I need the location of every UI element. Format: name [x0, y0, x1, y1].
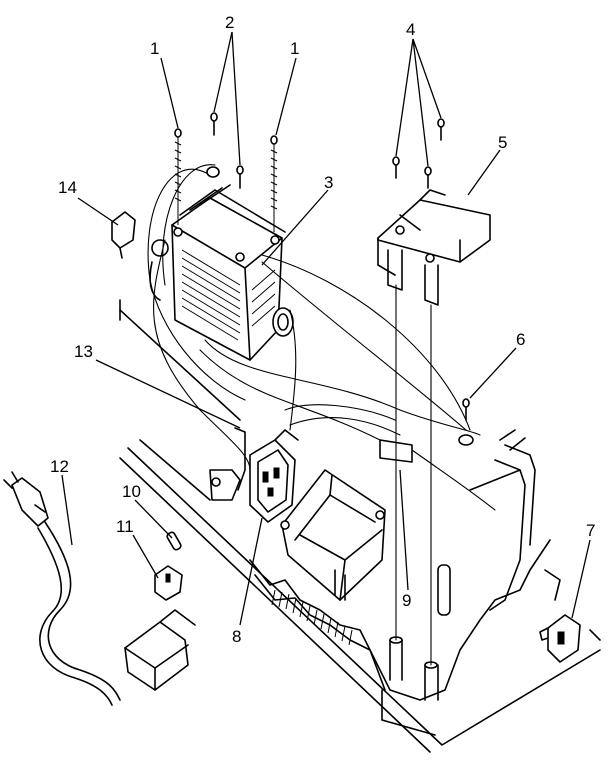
support-rods-part-9 [379, 284, 451, 666]
callout-1a: 1 [150, 39, 159, 58]
callout-14: 14 [58, 178, 77, 197]
socket-part-8 [249, 429, 299, 523]
transformer-hatching [181, 249, 276, 341]
leader-lines [61, 31, 591, 626]
box-compartment [280, 469, 386, 601]
transformer-part-3 [171, 184, 294, 361]
callout-8: 8 [232, 627, 241, 646]
callout-2: 2 [225, 13, 234, 32]
base-chassis [119, 427, 601, 753]
callout-3: 3 [324, 173, 333, 192]
power-cord-part-12 [3, 471, 196, 706]
callout-9: 9 [402, 591, 411, 610]
callout-4: 4 [406, 20, 415, 39]
screws [174, 112, 470, 421]
callout-7: 7 [586, 521, 595, 540]
bracket-part-5 [377, 189, 491, 306]
callout-5: 5 [498, 133, 507, 152]
callout-1b: 1 [290, 39, 299, 58]
chassis-ribs [271, 589, 353, 646]
clip-part-14 [111, 211, 169, 301]
callout-13: 13 [74, 342, 93, 361]
callout-10: 10 [122, 482, 141, 501]
switch-part-7 [539, 614, 581, 663]
callout-6: 6 [516, 330, 525, 349]
connector-part-11 [154, 565, 183, 601]
callout-11: 11 [116, 517, 134, 536]
callout-labels: 1 2 1 4 5 3 14 13 6 12 10 11 8 9 7 [50, 13, 595, 646]
callout-12: 12 [50, 457, 69, 476]
